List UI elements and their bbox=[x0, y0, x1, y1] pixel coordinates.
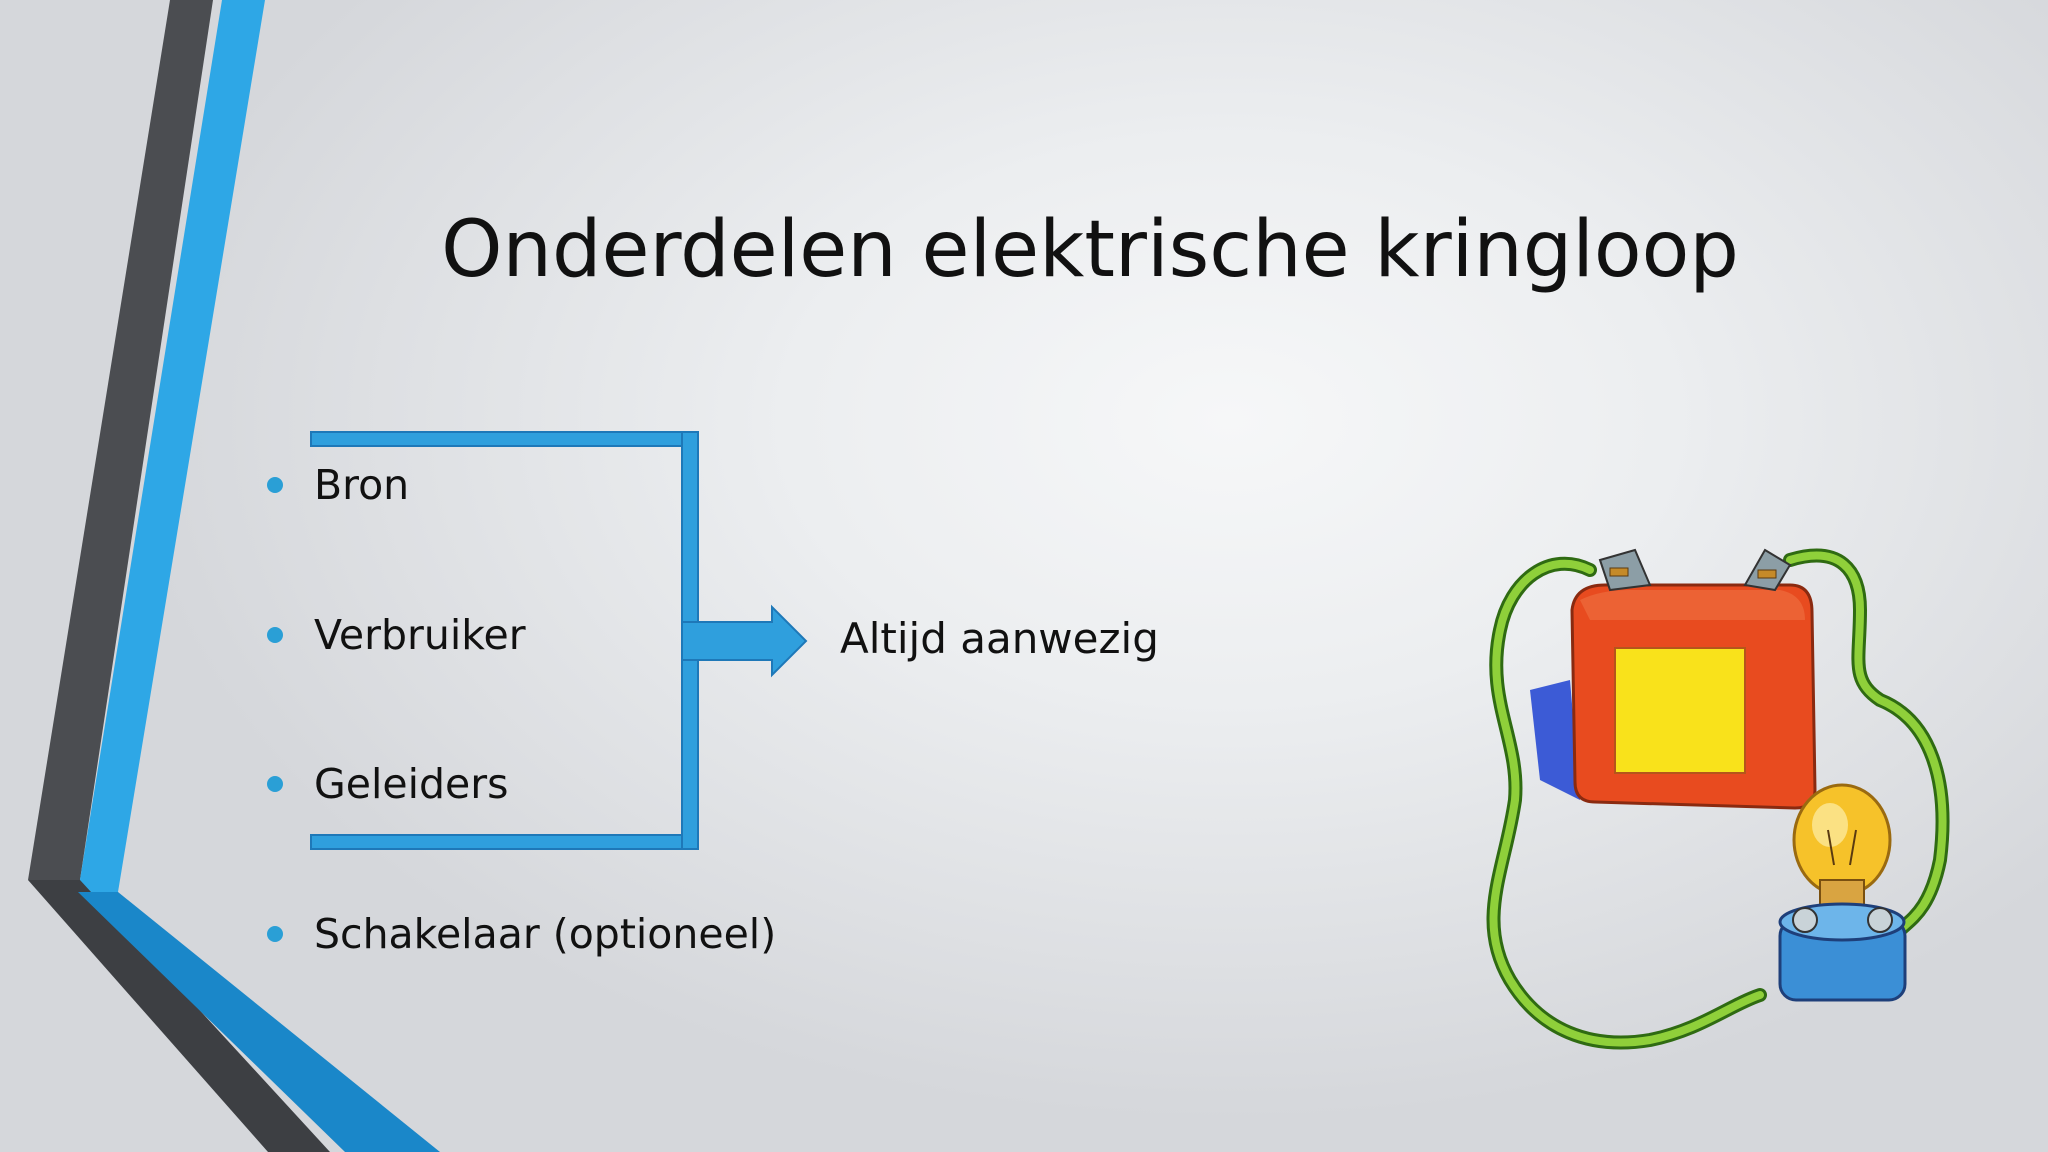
battery-shadow bbox=[1530, 680, 1580, 800]
list-item: Verbruiker bbox=[262, 602, 776, 752]
bullet-dot-icon bbox=[267, 776, 283, 792]
bracket-bottom-bar bbox=[310, 834, 699, 850]
battery-icon bbox=[1570, 548, 1817, 810]
list-item: Geleiders bbox=[262, 751, 776, 901]
light-bulb-icon bbox=[1778, 783, 1907, 1002]
page-title: Onderdelen elektrische kringloop bbox=[441, 205, 1739, 295]
bracket-label: Altijd aanwezig bbox=[840, 614, 1159, 663]
list-item: Schakelaar (optioneel) bbox=[262, 901, 776, 1051]
dark-stripe-upper bbox=[28, 0, 213, 880]
circuit-illustration bbox=[1486, 548, 1950, 1050]
dark-stripe-lower bbox=[28, 880, 330, 1152]
wire-right-inner bbox=[1786, 551, 1947, 934]
bullet-text: Verbruiker bbox=[314, 610, 526, 659]
bullet-text: Geleiders bbox=[314, 760, 509, 808]
list-item: Bron bbox=[262, 452, 776, 602]
bullet-dot-icon bbox=[267, 925, 283, 942]
decorative-stripes bbox=[28, 0, 440, 1152]
bullet-text: Schakelaar (optioneel) bbox=[314, 909, 777, 958]
arrow-icon bbox=[681, 604, 808, 678]
bullet-text: Bron bbox=[314, 461, 410, 509]
bullet-list: Bron Verbruiker Geleiders Schakelaar (op… bbox=[262, 452, 776, 1050]
wire-inner bbox=[1489, 559, 1764, 1047]
bracket-shape bbox=[311, 432, 772, 610]
bullet-dot-icon bbox=[267, 477, 283, 493]
bracket-top-bar bbox=[310, 431, 699, 447]
blue-stripe-lower bbox=[78, 892, 440, 1152]
blue-stripe-upper bbox=[78, 0, 265, 892]
bullet-dot-icon bbox=[267, 626, 283, 643]
